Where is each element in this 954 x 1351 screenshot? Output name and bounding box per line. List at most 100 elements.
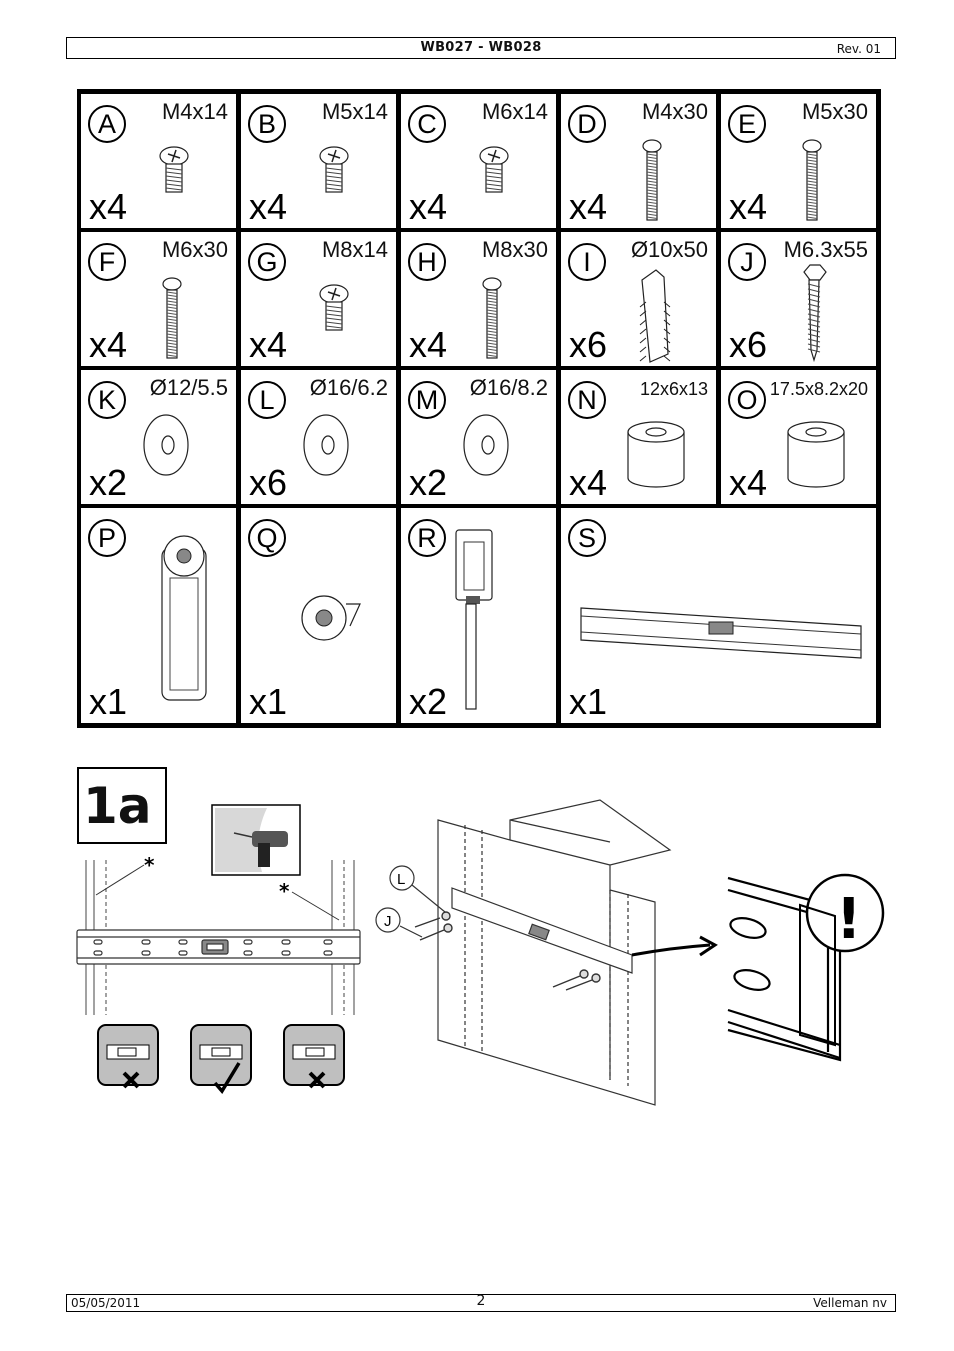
figure-label: 1a [83,777,152,835]
part-quantity: x4 [249,324,288,365]
part-size: M6x30 [161,237,228,262]
arrow-icon [631,935,718,957]
part-letter: M [408,381,446,419]
footer-date: 05/05/2011 [71,1296,141,1310]
part-quantity: x4 [409,186,448,227]
part-cell-l: L Ø16/6.2 x6 [241,370,396,504]
callout-j [375,907,423,938]
part-quantity: x4 [89,324,128,365]
part-letter: O [728,381,766,419]
part-cell-f: F M6x30 x4 [81,232,236,366]
part-quantity: x2 [89,462,128,503]
part-quantity: x1 [249,681,288,722]
part-size: 17.5x8.2x20 [769,379,868,399]
callout-l-label: L [397,871,405,888]
screw-short-icon [241,94,396,228]
wall-plug-icon [561,232,716,366]
part-quantity: x4 [729,186,768,227]
part-size: Ø12/5.5 [149,375,228,400]
company-name: Velleman nv [813,1296,887,1310]
washer-icon [241,370,396,504]
wall-plate [76,929,361,965]
part-quantity: x4 [729,462,768,503]
part-letter: N [568,381,606,419]
part-letter: J [728,243,766,281]
wall-plate-icon [561,508,876,723]
part-quantity: x1 [89,681,128,722]
screw-long-icon [81,232,236,366]
part-quantity: x2 [409,681,448,722]
level-wrong-icon [283,1024,345,1089]
part-letter: I [568,243,606,281]
lag-bolt-icon [721,232,876,366]
part-cell-d: D M4x30 x4 [561,94,716,228]
part-letter: H [408,243,446,281]
wall-plate-level-illustration: * * [76,804,361,1094]
spacer-icon [721,370,876,504]
part-letter: C [408,105,446,143]
revision-label: Rev. 01 [836,42,881,56]
part-size: M6x14 [481,99,548,124]
washer-icon [81,370,236,504]
part-cell-c: C M6x14 x4 [401,94,556,228]
level-correct-icon [190,1024,252,1094]
part-size: M5x14 [321,99,388,124]
figure-label-box: 1a [77,767,167,844]
screw-long-icon [401,232,556,366]
spacer-icon [561,370,716,504]
document-title: WB027 - WB028 [420,40,542,55]
part-letter: E [728,105,766,143]
attention-circle [805,873,885,953]
drill-inset [211,804,301,876]
part-size: M6.3x55 [783,237,868,262]
attention-mark: ! [836,887,862,952]
callout-l [389,865,446,913]
asterisk-right: * [279,879,290,903]
part-size: M4x30 [641,99,708,124]
part-letter: L [248,381,286,419]
hanging-hook-icon [401,508,556,723]
part-letter: F [88,243,126,281]
part-size: Ø16/6.2 [309,375,388,400]
part-quantity: x6 [569,324,608,365]
part-size: M4x14 [161,99,228,124]
part-quantity: x1 [569,681,608,722]
part-letter: S [568,519,606,557]
mounted-plate [451,887,633,974]
part-size: 12x6x13 [639,379,708,399]
screw-long-icon [561,94,716,228]
screw-short-icon [241,232,396,366]
part-letter: Q [248,519,286,557]
level-wrong-icon [97,1024,159,1089]
part-quantity: x4 [569,186,608,227]
page-footer: 05/05/2011 2 Velleman nv [66,1293,896,1312]
wall-post [437,799,672,1106]
part-letter: R [408,519,446,557]
part-letter: K [88,381,126,419]
wall-mount-installation-illustration: L J ! [375,799,885,1106]
part-quantity: x4 [249,186,288,227]
cam-wheel-icon [241,508,396,723]
part-quantity: x4 [409,324,448,365]
part-letter: P [88,519,126,557]
bracket-arm-icon [81,508,236,723]
part-quantity: x6 [249,462,288,503]
part-letter: D [568,105,606,143]
part-quantity: x2 [409,462,448,503]
part-letter: G [248,243,286,281]
screw-long-icon [721,94,876,228]
callout-j-label: J [384,913,392,930]
page-number: 2 [476,1293,486,1309]
